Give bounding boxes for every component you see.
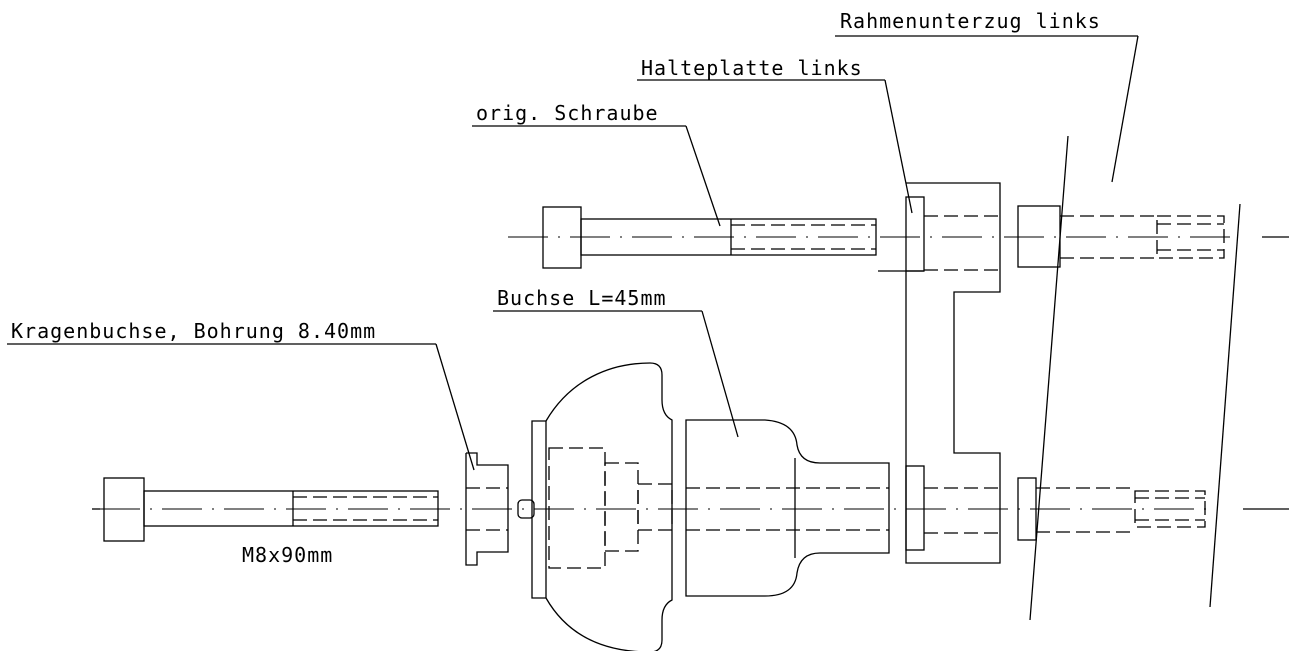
rahmenunterzug-leader bbox=[1111, 35, 1139, 183]
kragenbuchse-leader bbox=[435, 343, 475, 471]
rahmenunterzug-part bbox=[1017, 135, 1241, 621]
nut-upper bbox=[1017, 205, 1061, 268]
rahmenunterzug-label: Rahmenunterzug links bbox=[840, 9, 1101, 33]
buchse-outline bbox=[685, 419, 890, 597]
knuckle-cavity-mid bbox=[604, 462, 639, 552]
buchse-leader bbox=[701, 310, 739, 438]
knuckle-body bbox=[517, 362, 673, 651]
upper-thread-box bbox=[1156, 215, 1225, 259]
label-rahmenunterzug: Rahmenunterzug links bbox=[835, 9, 1139, 183]
kragenbuchse-outline bbox=[465, 452, 509, 566]
original-screw bbox=[542, 206, 877, 269]
break-line-left bbox=[1029, 135, 1069, 621]
upper-assembly bbox=[508, 196, 1289, 272]
knuckle-pin bbox=[517, 499, 535, 519]
buchse-label: Buchse L=45mm bbox=[497, 286, 667, 310]
original-screw-shank bbox=[580, 218, 877, 256]
m8-screw bbox=[103, 477, 439, 542]
label-kragenbuchse: Kragenbuchse, Bohrung 8.40mm bbox=[7, 319, 475, 471]
buchse-part bbox=[685, 419, 890, 597]
kragenbuchse-label: Kragenbuchse, Bohrung 8.40mm bbox=[11, 319, 376, 343]
halteplatte-label: Halteplatte links bbox=[641, 56, 863, 80]
knuckle-cavity-outer bbox=[548, 447, 606, 569]
knuckle-cavity-inner bbox=[637, 483, 673, 531]
frame-outline bbox=[905, 182, 1001, 564]
break-line-right bbox=[1209, 203, 1241, 608]
frame-member bbox=[905, 182, 1001, 564]
halteplatte-plate bbox=[905, 196, 925, 272]
label-halteplatte: Halteplatte links bbox=[637, 56, 913, 214]
halteplatte-leader bbox=[884, 79, 913, 214]
screw-size-label: M8x90mm bbox=[242, 543, 333, 567]
label-orig-schraube: orig. Schraube bbox=[472, 101, 721, 227]
label-buchse: Buchse L=45mm bbox=[493, 286, 739, 438]
orig-schraube-leader bbox=[685, 125, 721, 227]
kragenbuchse-part bbox=[465, 452, 509, 566]
m8-screw-shank bbox=[143, 490, 439, 527]
halteplatte-part bbox=[878, 196, 925, 272]
orig-schraube-label: orig. Schraube bbox=[476, 101, 659, 125]
frame-lower-washer bbox=[905, 465, 925, 551]
lower-assembly bbox=[92, 362, 1289, 651]
knuckle-outline bbox=[531, 362, 673, 651]
